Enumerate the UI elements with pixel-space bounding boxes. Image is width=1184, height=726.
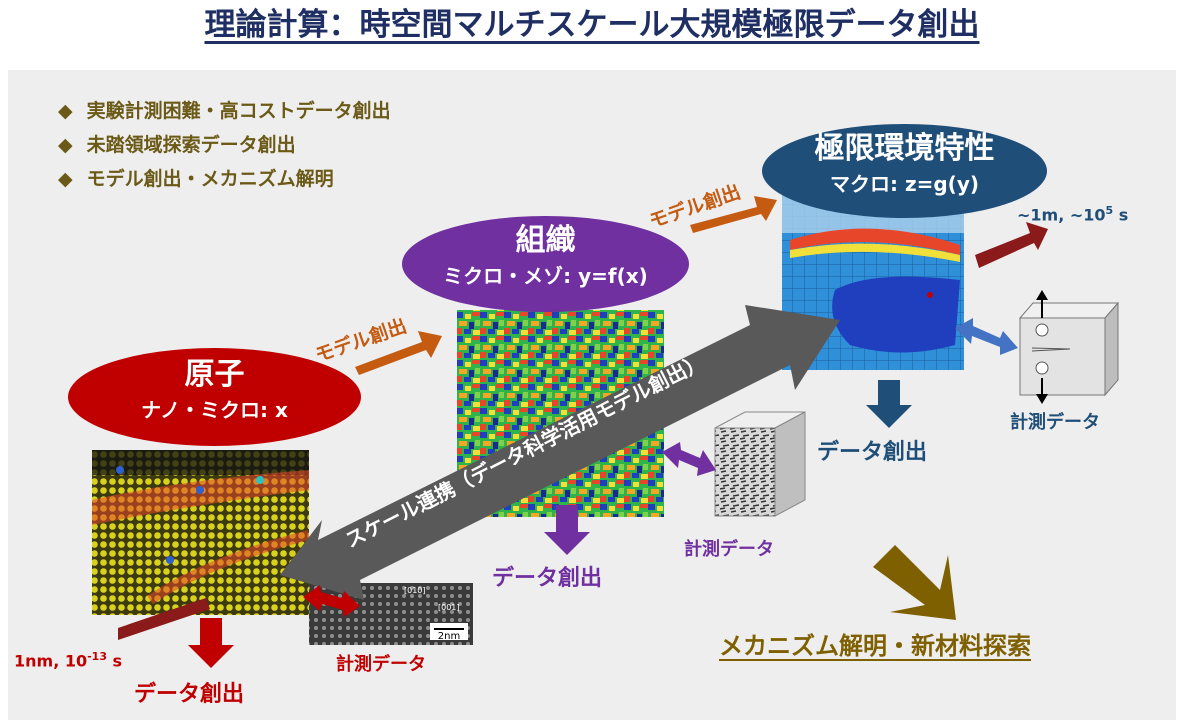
structure-node: 組織 ミクロ・メゾ: y=f(x) — [402, 216, 689, 312]
atom-measurement-label: 計測データ — [336, 654, 426, 675]
bullet-list: ◆実験計測困難・高コストデータ創出 ◆未踏領域探索データ創出 ◆モデル創出・メカ… — [58, 96, 391, 198]
extreme-node-title: 極限環境特性 — [814, 131, 995, 166]
structure-node-title: 組織 — [515, 223, 576, 258]
tem-direction-2: [001] — [438, 603, 460, 612]
extreme-data-down-arrow — [866, 380, 912, 428]
extreme-measurement-double-arrow — [955, 318, 1018, 355]
model-arrow-structure-to-extreme — [690, 196, 777, 233]
diamond-icon: ◆ — [58, 100, 73, 122]
structure-data-down-arrow — [544, 505, 590, 555]
model-arrow-atom-to-structure — [355, 331, 442, 375]
microstructure-3d-cube — [714, 411, 806, 517]
diamond-icon: ◆ — [58, 168, 73, 190]
large-scale-label: ~1m, ~105 s — [1017, 204, 1129, 225]
scale-link-double-arrow — [280, 305, 840, 600]
atom-measurement-double-arrow — [303, 585, 360, 617]
bullet-item: ◆未踏領域探索データ創出 — [58, 134, 296, 156]
structure-measurement-double-arrow — [662, 442, 716, 476]
atom-node: 原子 ナノ・ミクロ: x — [68, 348, 361, 446]
tem-scale-bar-label: 2nm — [438, 631, 460, 642]
extreme-node-subtitle: マクロ: z=g(y) — [830, 172, 979, 196]
diamond-icon: ◆ — [58, 134, 73, 156]
extreme-measurement-label: 計測データ — [1010, 412, 1100, 433]
extreme-data-label: データ創出 — [817, 440, 928, 465]
atom-node-subtitle: ナノ・ミクロ: x — [141, 398, 288, 422]
atom-simulation-image — [92, 450, 311, 615]
mechanism-label: メカニズム解明・新材料探索 — [719, 632, 1031, 660]
structure-measurement-label: 計測データ — [684, 539, 774, 560]
tem-micrograph-image: 2nm [010] [001] — [309, 583, 473, 645]
atom-data-down-arrow — [188, 618, 234, 668]
extreme-node: 極限環境特性 マクロ: z=g(y) — [762, 124, 1047, 218]
large-scale-arrow — [975, 222, 1048, 268]
atom-data-label: データ創出 — [134, 682, 245, 707]
structure-data-label: データ創出 — [492, 566, 603, 591]
bullet-item: ◆モデル創出・メカニズム解明 — [58, 168, 334, 190]
small-scale-arrow — [118, 598, 210, 640]
small-scale-label: 1nm, 10-13 s — [14, 650, 123, 671]
mechanism-arrow — [873, 545, 956, 620]
bullet-item: ◆実験計測困難・高コストデータ創出 — [58, 100, 391, 122]
page-title-text: 理論計算：時空間マルチスケール大規模極限データ創出 — [204, 7, 980, 43]
test-specimen-icon — [1018, 290, 1120, 404]
tem-direction-1: [010] — [404, 586, 426, 595]
page-title: 理論計算：時空間マルチスケール大規模極限データ創出 — [0, 0, 1184, 58]
structure-node-subtitle: ミクロ・メゾ: y=f(x) — [443, 264, 648, 288]
atom-node-title: 原子 — [184, 357, 245, 392]
